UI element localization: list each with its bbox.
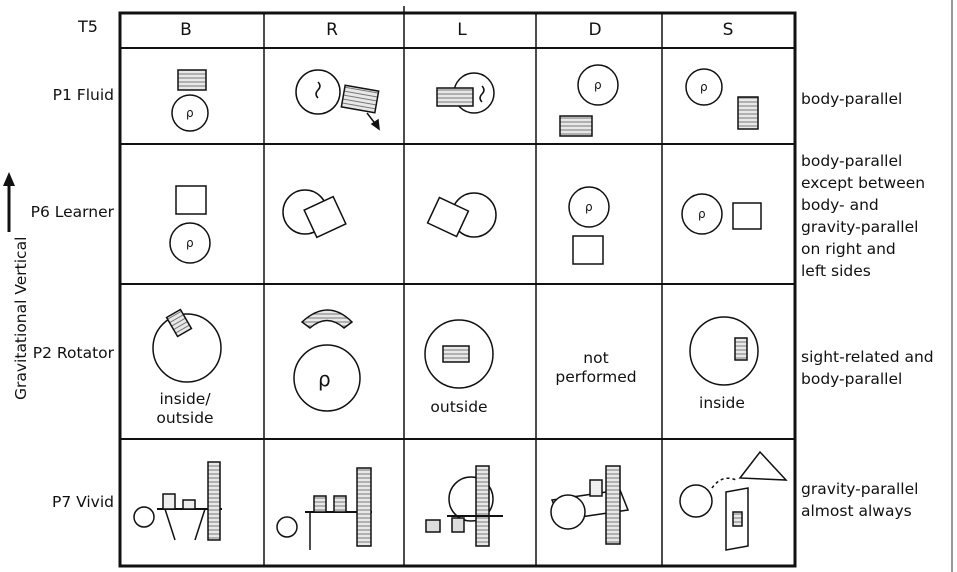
svg-text:ρ: ρ [585,200,593,214]
p6-l-drawing [426,192,497,238]
row-label-p6: P6 Learner [30,203,114,221]
caption-p2-d: not performed [555,349,637,386]
p6-r-drawing [282,189,347,239]
note-p2: sight-related and body-parallel [801,348,934,388]
note-p6: body-parallel except between body- and g… [801,152,926,280]
p7-l-drawing [425,465,503,547]
p1-l-drawing [436,72,495,114]
row-label-p1: P1 Fluid [52,86,114,104]
caption-p2-b: inside/ outside [156,390,214,427]
svg-text:ρ: ρ [700,80,708,94]
note-p1: body-parallel [801,90,903,108]
column-header-l: L [457,20,467,40]
note-p7: gravity-parallel almost always [801,480,919,520]
p2-r-drawing: ρ [293,309,361,412]
p2-b-drawing [152,308,222,383]
p7-b-drawing [133,461,222,541]
column-header-b: B [180,20,192,40]
p2-s-drawing [689,316,759,386]
column-header-s: S [722,20,734,40]
p6-d-drawing: ρ [568,186,610,265]
p1-r-drawing [295,69,380,131]
p1-s-drawing: ρ [685,68,759,130]
column-header-r: R [326,20,338,40]
vertical-arrow-icon [3,172,15,232]
p6-s-drawing: ρ [681,193,762,235]
svg-text:ρ: ρ [698,207,706,221]
column-header-d: D [588,20,602,40]
axis-label: Gravitational Vertical [12,236,30,400]
svg-text:ρ: ρ [594,78,602,92]
p7-s-drawing [679,450,788,551]
p7-d-drawing [550,465,630,545]
p1-b-drawing: ρ [171,69,209,132]
svg-text:ρ: ρ [186,236,194,250]
svg-text:ρ: ρ [318,367,331,391]
p7-r-drawing [276,467,372,550]
p6-b-drawing: ρ [169,185,211,264]
table-grid [118,0,953,572]
corner-label: T5 [78,17,98,36]
svg-text:ρ: ρ [186,106,194,120]
caption-p2-s: inside [699,394,745,412]
p1-d-drawing: ρ [559,64,619,137]
caption-p2-l: outside [430,398,488,416]
p2-l-drawing [424,319,494,389]
row-label-p2: P2 Rotator [32,344,114,362]
row-label-p7: P7 Vivid [51,493,114,511]
